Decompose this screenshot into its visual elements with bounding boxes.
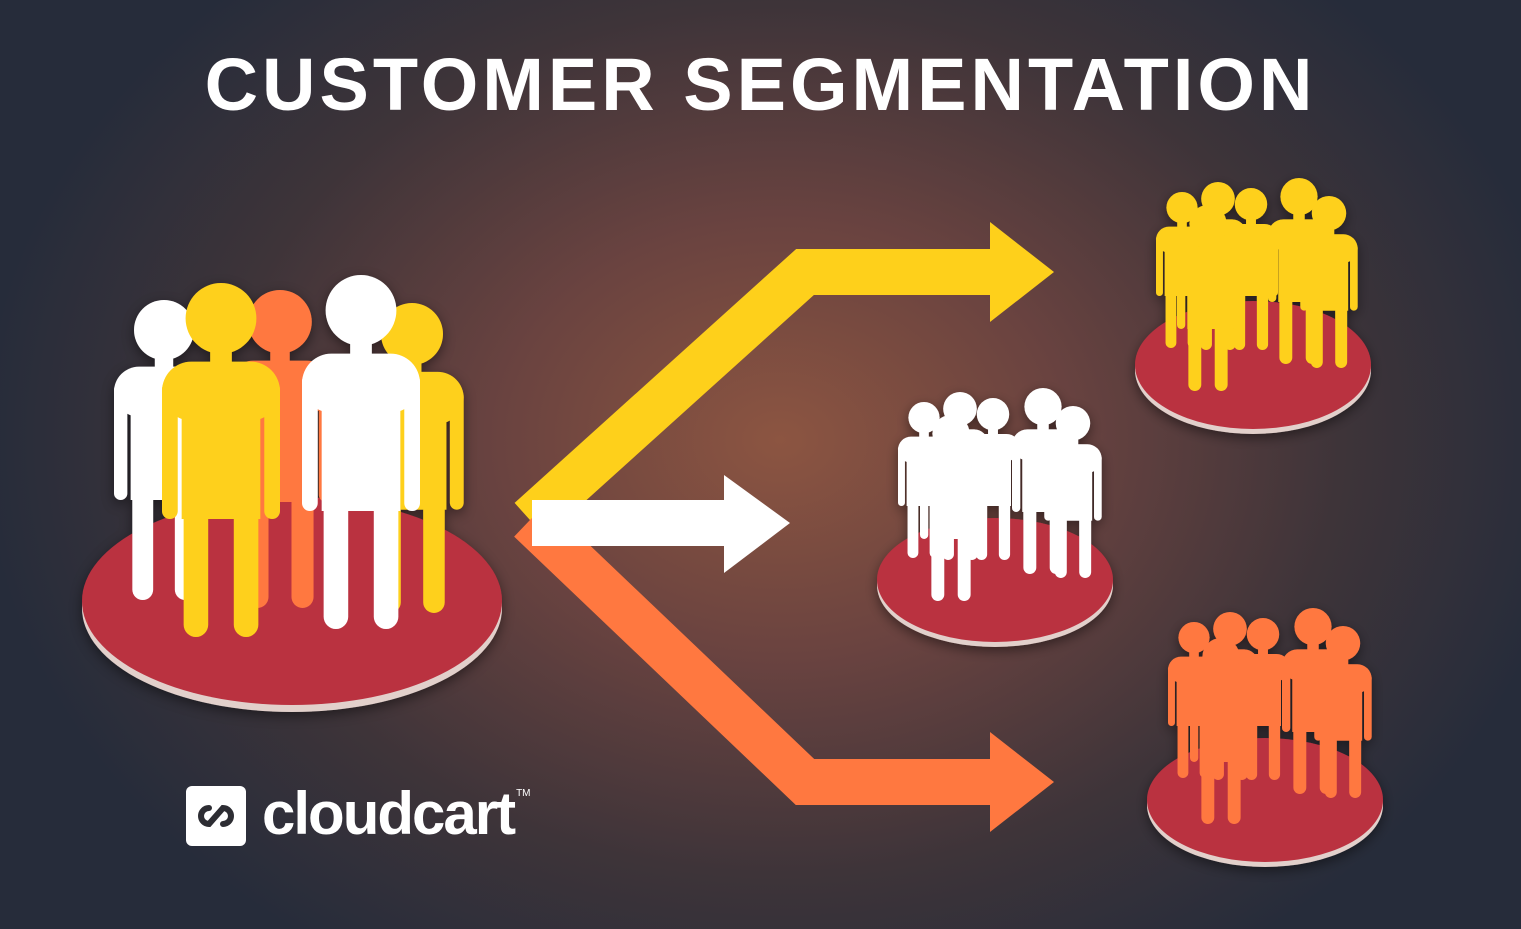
segment-yellow (1135, 178, 1371, 434)
arrow-orange (514, 503, 1054, 832)
arrow-yellow (514, 222, 1054, 538)
brand-logo: cloudcart TM (186, 778, 531, 850)
page-title: CUSTOMER SEGMENTATION (204, 43, 1317, 126)
segment-white (877, 388, 1113, 647)
cloudcart-logo-icon (186, 786, 246, 846)
source-group (82, 275, 502, 712)
trademark: TM (516, 788, 531, 799)
segment-orange (1147, 608, 1383, 867)
brand-name: cloudcart (262, 780, 516, 847)
arrow-white (532, 475, 790, 573)
